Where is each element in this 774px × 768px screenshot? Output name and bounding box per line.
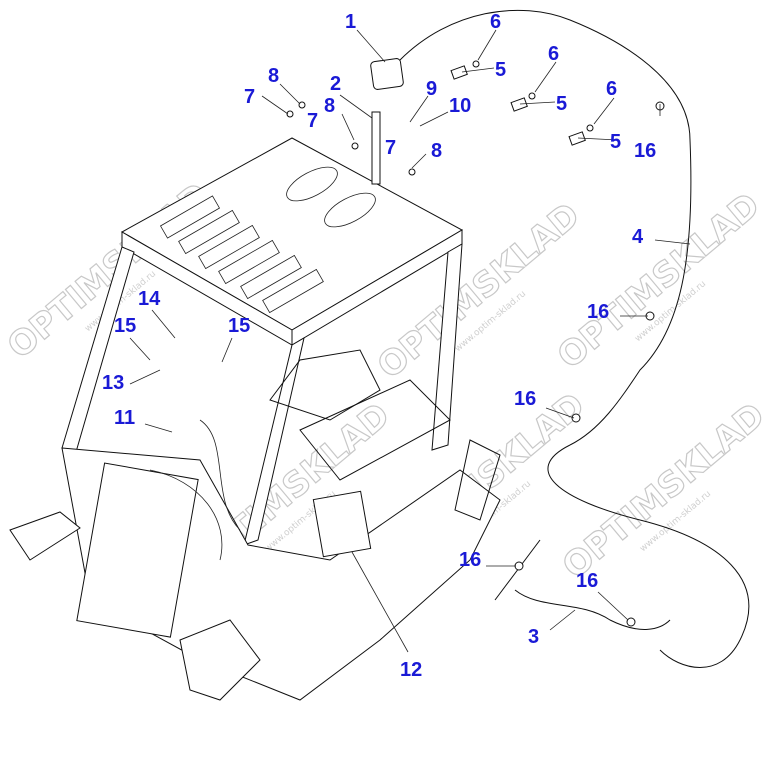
callout-5: 5	[495, 59, 506, 81]
callout-8: 8	[268, 65, 279, 87]
wire-bundle	[149, 419, 241, 561]
pedal	[9, 511, 81, 561]
callout-2: 2	[330, 73, 341, 95]
callout-16: 16	[576, 570, 598, 592]
roof-slots	[159, 166, 376, 314]
watermark-brand: OPTIMSKLAD	[555, 395, 773, 587]
callout-8: 8	[324, 95, 335, 117]
seat-mount	[269, 349, 381, 421]
callout-15: 15	[228, 315, 250, 337]
rear-bracket	[179, 619, 261, 701]
callout-8: 8	[431, 140, 442, 162]
callout-7: 7	[244, 86, 255, 108]
callout-6: 6	[606, 78, 617, 100]
watermark-brand: OPTIMSKLAD	[550, 185, 768, 377]
callout-16: 16	[634, 140, 656, 162]
callout-15: 15	[114, 315, 136, 337]
callout-5: 5	[610, 131, 621, 153]
callout-10: 10	[449, 95, 471, 117]
beacon-lamp	[370, 58, 404, 90]
front-panel	[76, 462, 199, 638]
callout-6: 6	[548, 43, 559, 65]
rear-right-pillar	[431, 243, 463, 451]
side-bracket	[454, 439, 501, 521]
callout-3: 3	[528, 626, 539, 648]
harness-4	[399, 9, 750, 668]
battery	[312, 490, 372, 558]
callout-11: 11	[114, 407, 135, 429]
callout-16: 16	[587, 301, 609, 323]
callout-12: 12	[400, 659, 422, 681]
callout-9: 9	[426, 78, 437, 100]
callout-1: 1	[345, 11, 356, 33]
callout-16: 16	[459, 549, 481, 571]
callout-5: 5	[556, 93, 567, 115]
callout-16: 16	[514, 388, 536, 410]
lamp-bracket	[371, 111, 381, 185]
callout-14: 14	[138, 288, 161, 310]
callout-6: 6	[490, 11, 501, 33]
leader-lines	[129, 29, 691, 653]
callout-7: 7	[385, 137, 396, 159]
callout-13: 13	[102, 372, 124, 394]
callout-7: 7	[307, 110, 318, 132]
front-right-pillar	[243, 336, 305, 546]
cabin-roof	[120, 137, 464, 331]
cabin-frame	[9, 137, 501, 701]
callout-4: 4	[632, 226, 644, 248]
floor-plate	[299, 379, 451, 481]
callouts: 1 2 3 4 5 5 5 6 6 6 7 7 7 8 8 8 9 10 11 …	[102, 11, 656, 681]
